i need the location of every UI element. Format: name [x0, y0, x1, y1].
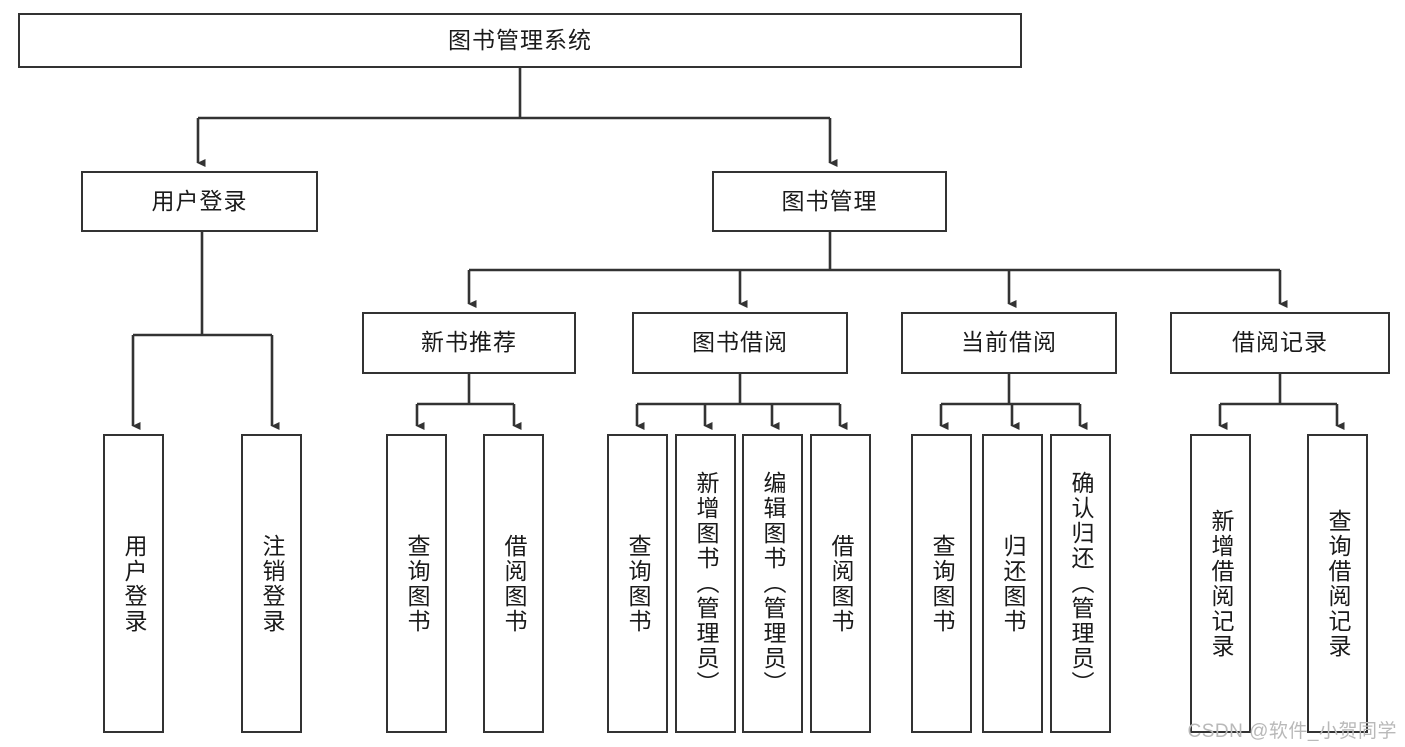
node-leaf-borrow-book[interactable]: 借阅图书 [810, 434, 871, 733]
node-leaf-borrow-book-rec[interactable]: 借阅图书 [483, 434, 544, 733]
node-leaf-query-borrow-record[interactable]: 查询借阅记录 [1307, 434, 1368, 733]
node-leaf-return-book[interactable]: 归还图书 [982, 434, 1043, 733]
node-leaf-edit-book[interactable]: 编辑图书（管理员） [742, 434, 803, 733]
node-leaf-query-book-rec[interactable]: 查询图书 [386, 434, 447, 733]
node-book-management-label: 图书管理 [781, 187, 878, 214]
node-leaf-user-login-label: 用户登录 [121, 533, 148, 634]
node-book-management[interactable]: 图书管理 [712, 171, 947, 232]
node-user-login-label: 用户登录 [151, 187, 248, 214]
node-leaf-user-logout-label: 注销登录 [259, 533, 286, 634]
node-leaf-user-login[interactable]: 用户登录 [103, 434, 164, 733]
node-book-borrow-label: 图书借阅 [692, 329, 788, 356]
node-current-borrow-label: 当前借阅 [961, 329, 1057, 356]
node-leaf-query-book-borrow-label: 查询图书 [625, 533, 652, 634]
node-leaf-add-book[interactable]: 新增图书（管理员） [675, 434, 736, 733]
node-leaf-user-logout[interactable]: 注销登录 [241, 434, 302, 733]
node-current-borrow[interactable]: 当前借阅 [901, 312, 1117, 374]
node-leaf-edit-book-label: 编辑图书（管理员） [760, 471, 787, 696]
node-leaf-query-book-current[interactable]: 查询图书 [911, 434, 972, 733]
node-root-label: 图书管理系统 [448, 26, 592, 53]
node-leaf-confirm-return[interactable]: 确认归还（管理员） [1050, 434, 1111, 733]
node-new-book-recommend-label: 新书推荐 [421, 329, 517, 356]
node-leaf-borrow-book-rec-label: 借阅图书 [501, 533, 528, 634]
node-leaf-confirm-return-label: 确认归还（管理员） [1068, 471, 1095, 696]
node-leaf-query-book-current-label: 查询图书 [929, 533, 956, 634]
node-borrow-record-label: 借阅记录 [1232, 329, 1328, 356]
node-new-book-recommend[interactable]: 新书推荐 [362, 312, 576, 374]
watermark-text: CSDN @软件_小贺同学 [1187, 721, 1397, 742]
node-leaf-borrow-book-label: 借阅图书 [828, 533, 855, 634]
node-user-login[interactable]: 用户登录 [81, 171, 318, 232]
node-root[interactable]: 图书管理系统 [18, 13, 1022, 68]
node-leaf-query-book-rec-label: 查询图书 [404, 533, 431, 634]
node-leaf-add-book-label: 新增图书（管理员） [693, 471, 720, 696]
node-leaf-return-book-label: 归还图书 [1000, 533, 1027, 634]
node-leaf-query-borrow-record-label: 查询借阅记录 [1325, 508, 1352, 659]
node-leaf-query-book-borrow[interactable]: 查询图书 [607, 434, 668, 733]
node-borrow-record[interactable]: 借阅记录 [1170, 312, 1390, 374]
node-leaf-add-borrow-record[interactable]: 新增借阅记录 [1190, 434, 1251, 733]
node-book-borrow[interactable]: 图书借阅 [632, 312, 848, 374]
node-leaf-add-borrow-record-label: 新增借阅记录 [1208, 508, 1235, 659]
